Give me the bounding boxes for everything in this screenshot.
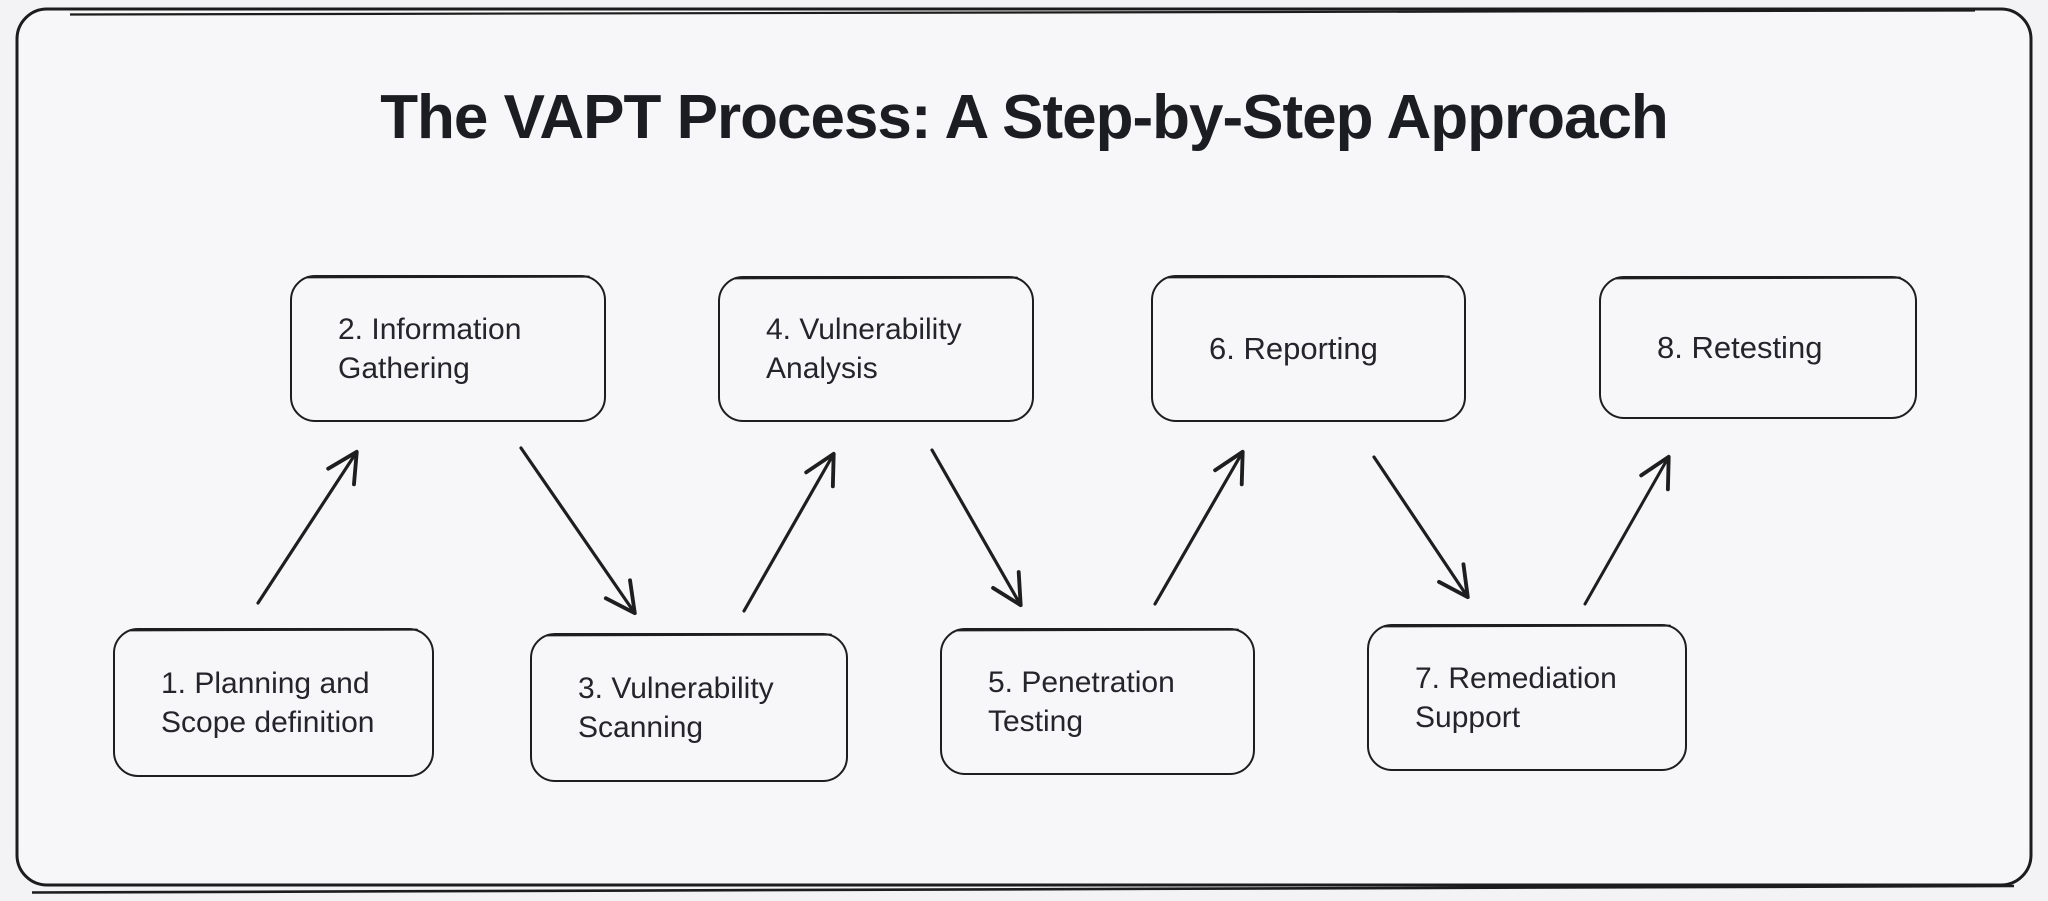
arrow-step2-to-step3 bbox=[519, 446, 637, 616]
arrow-step6-to-step7 bbox=[1372, 455, 1470, 600]
step-box-6-reporting: 6. Reporting bbox=[1151, 275, 1466, 422]
outer-frame-sketch-bottom bbox=[31, 884, 2015, 894]
arrow-step4-to-step5 bbox=[930, 448, 1023, 608]
step-label: 3. Vulnerability Scanning bbox=[578, 671, 774, 744]
step-label: 7. Remediation Support bbox=[1415, 661, 1617, 734]
arrow-step5-to-step6 bbox=[1153, 449, 1245, 606]
step-box-5-penetration-testing: 5. Penetration Testing bbox=[940, 628, 1255, 775]
step-box-1-planning-and-scope-definition: 1. Planning and Scope definition bbox=[113, 628, 434, 777]
step-box-3-vulnerability-scanning: 3. Vulnerability Scanning bbox=[530, 633, 848, 782]
step-label: 4. Vulnerability Analysis bbox=[766, 313, 962, 385]
step-box-2-information-gathering: 2. Information Gathering bbox=[290, 275, 606, 422]
step-label: 1. Planning and Scope definition bbox=[161, 666, 375, 739]
step-label: 2. Information Gathering bbox=[338, 312, 522, 385]
outer-frame-sketch-top bbox=[69, 9, 1976, 16]
step-box-4-vulnerability-analysis: 4. Vulnerability Analysis bbox=[718, 276, 1034, 422]
step-box-8-retesting: 8. Retesting bbox=[1599, 276, 1917, 419]
arrow-step7-to-step8 bbox=[1583, 454, 1671, 606]
step-label: 6. Reporting bbox=[1209, 331, 1378, 366]
step-label: 5. Penetration Testing bbox=[988, 665, 1175, 738]
step-box-7-remediation-support: 7. Remediation Support bbox=[1367, 624, 1687, 771]
step-label: 8. Retesting bbox=[1657, 330, 1823, 365]
arrow-step1-to-step2 bbox=[256, 449, 359, 605]
page-title: The VAPT Process: A Step-by-Step Approac… bbox=[380, 83, 1669, 152]
arrow-step3-to-step4 bbox=[742, 451, 836, 613]
outer-frame-border bbox=[15, 7, 2033, 887]
